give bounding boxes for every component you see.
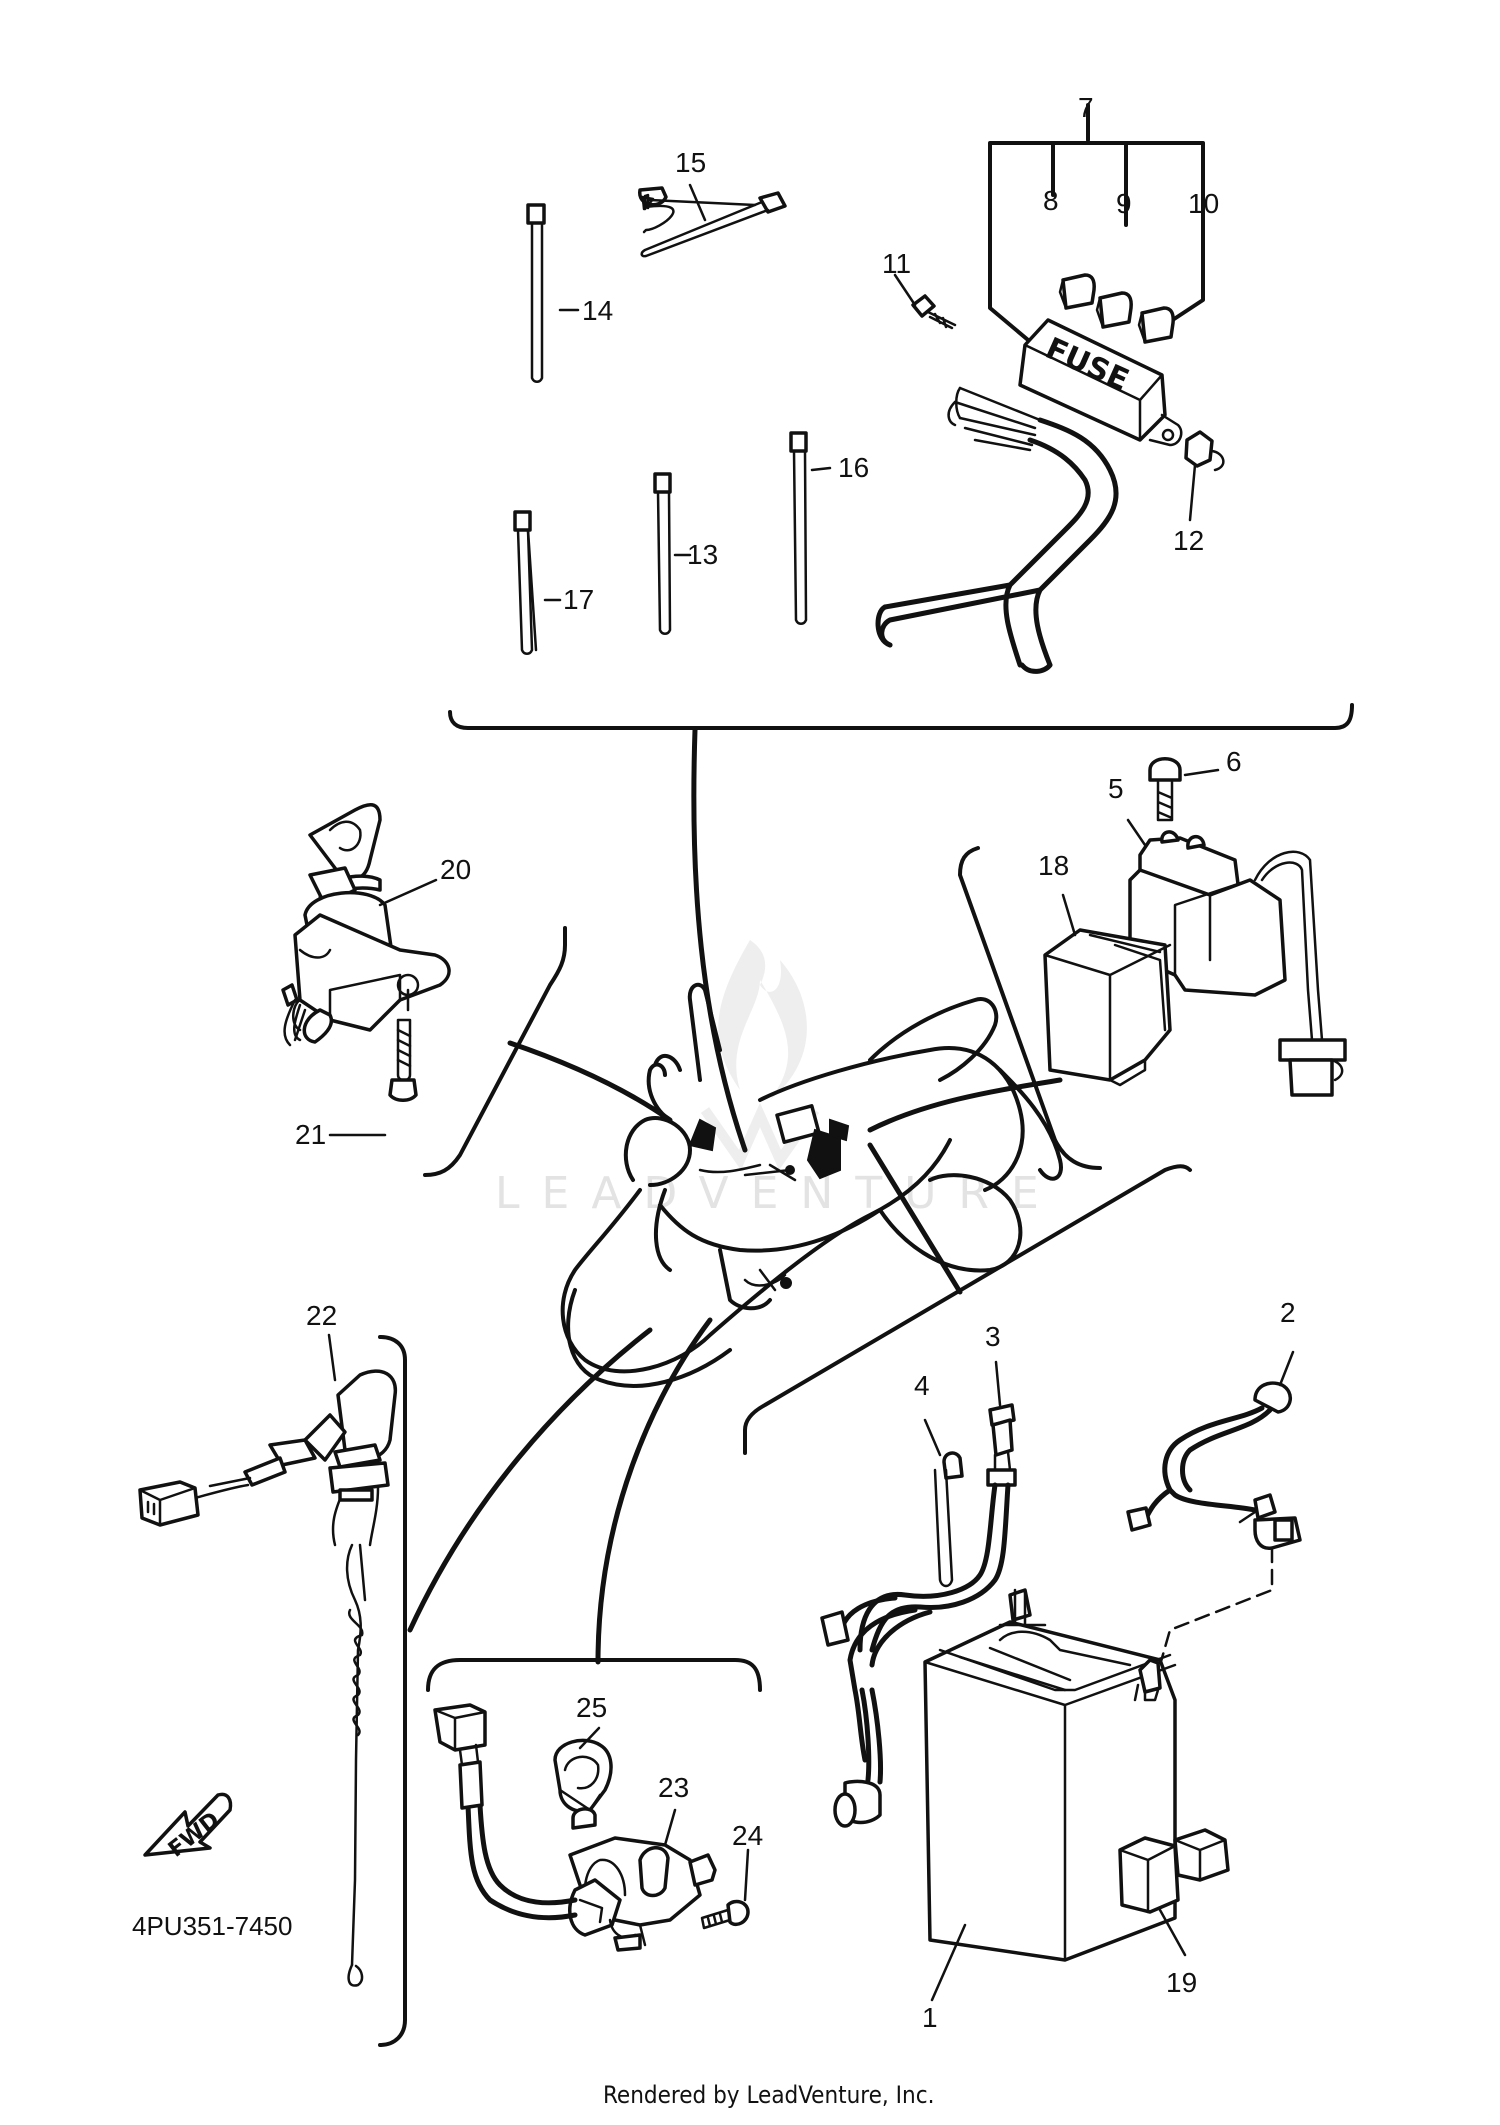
watermark-logo-icon <box>700 940 820 1171</box>
callout-22: 22 <box>306 1300 337 1331</box>
part-20-main-switch <box>281 803 451 1047</box>
callout-labels: 7 8 9 10 11 12 15 14 16 13 17 6 5 18 20 … <box>295 92 1296 2033</box>
part-21-screw <box>388 988 418 1102</box>
part-18-relay <box>1043 928 1172 1087</box>
part-22-switch-wire <box>138 1369 398 1987</box>
callout-11: 11 <box>882 248 911 279</box>
part-6-screw <box>1148 757 1182 822</box>
fuse-box: FUSE <box>1018 318 1183 447</box>
part-14-cable-tie <box>526 203 546 383</box>
callout-12: 12 <box>1173 525 1204 556</box>
battery-group-bracket <box>743 1164 1192 1455</box>
callout-7: 7 <box>1078 92 1094 123</box>
leader-top-bracket <box>691 727 748 1153</box>
part-10-fuse <box>1137 306 1175 344</box>
part-9-fuse <box>1095 291 1133 329</box>
callout-15: 15 <box>675 147 706 178</box>
callout-1: 1 <box>922 2002 938 2033</box>
callout-20: 20 <box>440 854 471 885</box>
part-15-strap <box>648 198 757 207</box>
leader-left-lower <box>407 1327 653 1633</box>
top-group-bracket <box>448 703 1354 730</box>
fwd-arrow-icon: FWD <box>143 1792 233 1863</box>
left-lower-group-bracket <box>378 1335 407 2047</box>
part-15-cable-tie-body <box>640 191 787 258</box>
callout-5: 5 <box>1108 773 1124 804</box>
main-harness-branch <box>875 386 1119 674</box>
callout-9: 9 <box>1116 188 1132 219</box>
callout-24: 24 <box>732 1820 763 1851</box>
callout-19: 19 <box>1166 1967 1197 1998</box>
watermark-text: LEADVENTURE <box>495 1168 1061 1219</box>
leader-battery <box>867 1142 963 1295</box>
fwd-label: FWD <box>164 1807 225 1862</box>
part-7-fuse-set-bracket <box>988 103 1205 352</box>
callout-10: 10 <box>1188 188 1219 219</box>
leader-right-upper <box>867 1077 1063 1133</box>
callout-23: 23 <box>658 1772 689 1803</box>
callout-14: 14 <box>582 295 613 326</box>
callout-4: 4 <box>914 1370 930 1401</box>
part-5-starter-relay <box>1128 830 1347 1097</box>
part-24-screw <box>700 1899 750 1930</box>
callout-3: 3 <box>985 1321 1001 1352</box>
leader-left-upper <box>507 1040 673 1123</box>
part-12-nut <box>1184 430 1225 472</box>
callout-25: 25 <box>576 1692 607 1723</box>
diagram-code: 4PU351-7450 <box>132 1911 292 1941</box>
bottom-middle-group-bracket <box>426 1658 762 1692</box>
part-11-screw <box>911 294 957 330</box>
part-13-cable-tie <box>653 472 672 635</box>
callout-21: 21 <box>295 1119 326 1150</box>
callout-leaders <box>327 183 1295 2002</box>
motorcycle-outline <box>560 982 1063 1388</box>
part-17-cable-tie <box>513 510 538 655</box>
part-15-cable-tie <box>638 186 675 234</box>
leader-bottom-middle <box>595 1317 713 1665</box>
part-8-fuse <box>1058 273 1096 310</box>
footer-credit: Rendered by LeadVenture, Inc. <box>603 2081 934 2109</box>
callout-8: 8 <box>1043 185 1059 216</box>
callout-17: 17 <box>563 584 594 615</box>
callout-16: 16 <box>838 452 869 483</box>
right-upper-group-bracket <box>958 846 1102 1170</box>
callout-13: 13 <box>687 539 718 570</box>
left-upper-group-bracket <box>423 926 567 1177</box>
part-4-cable-tie <box>933 1451 964 1588</box>
part-19-relay <box>1118 1828 1230 1914</box>
part-23-wire <box>433 1703 578 1921</box>
part-3-cable <box>820 1403 1017 1828</box>
center-connectors <box>688 1118 850 1292</box>
callout-2: 2 <box>1280 1297 1296 1328</box>
callout-18: 18 <box>1038 850 1069 881</box>
part-1-battery <box>923 1588 1177 1962</box>
part-25-clamp <box>553 1738 613 1830</box>
callout-6: 6 <box>1226 746 1242 777</box>
part-16-cable-tie <box>789 431 808 625</box>
part-2-cable <box>1126 1381 1302 1550</box>
part-23-sensor <box>568 1836 717 1952</box>
battery-dashed-guide <box>1158 1546 1274 1667</box>
